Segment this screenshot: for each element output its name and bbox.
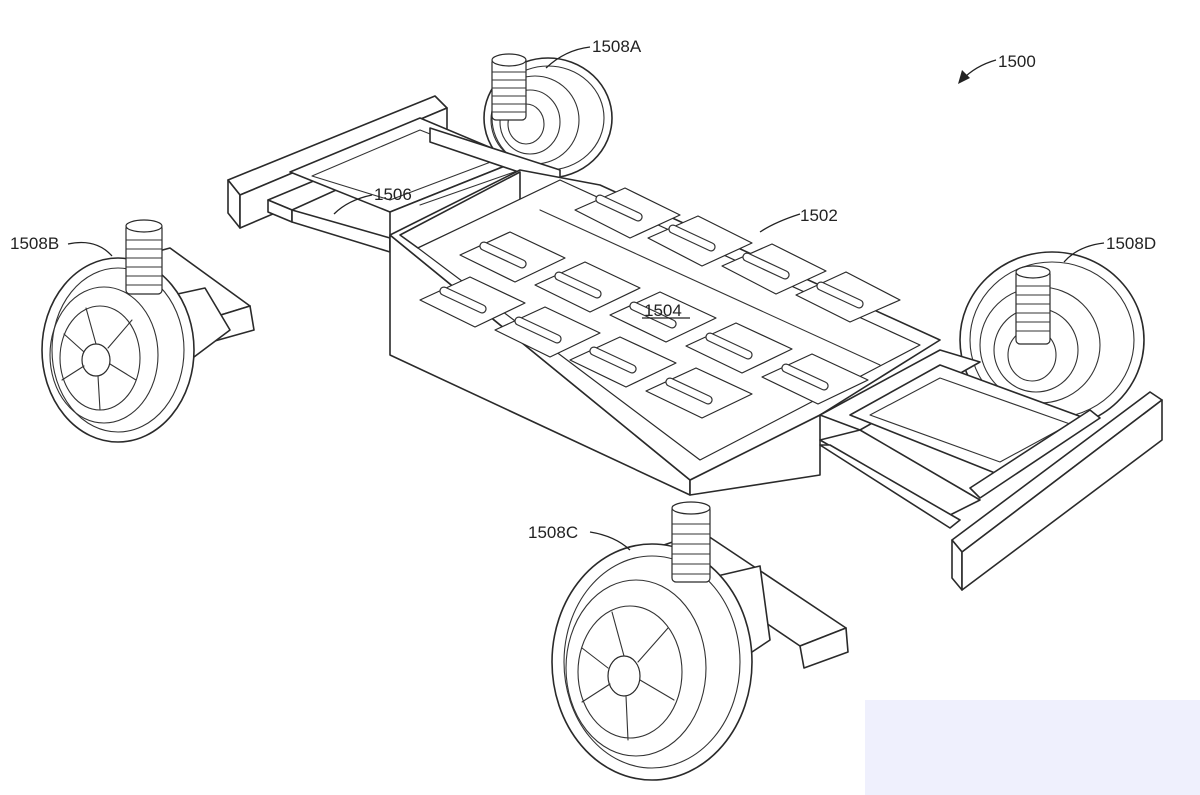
wheel-module-1508c: [551, 501, 849, 781]
label-1506: 1506: [374, 185, 412, 204]
label-1508d: 1508D: [1106, 234, 1156, 253]
wheel-module-1508a: [483, 53, 613, 179]
label-1504: 1504: [644, 301, 682, 320]
wheel-module-1508b: [41, 219, 255, 443]
leader-lines: [67, 46, 1105, 551]
front-frame: [819, 349, 1163, 591]
label-1508a: 1508A: [592, 37, 642, 56]
battery-pack-1504: [419, 187, 901, 419]
label-1502: 1502: [800, 206, 838, 225]
overlay-panel: [865, 700, 1200, 795]
label-1508b: 1508B: [10, 234, 59, 253]
label-1508c: 1508C: [528, 523, 578, 542]
label-1500: 1500: [998, 52, 1036, 71]
